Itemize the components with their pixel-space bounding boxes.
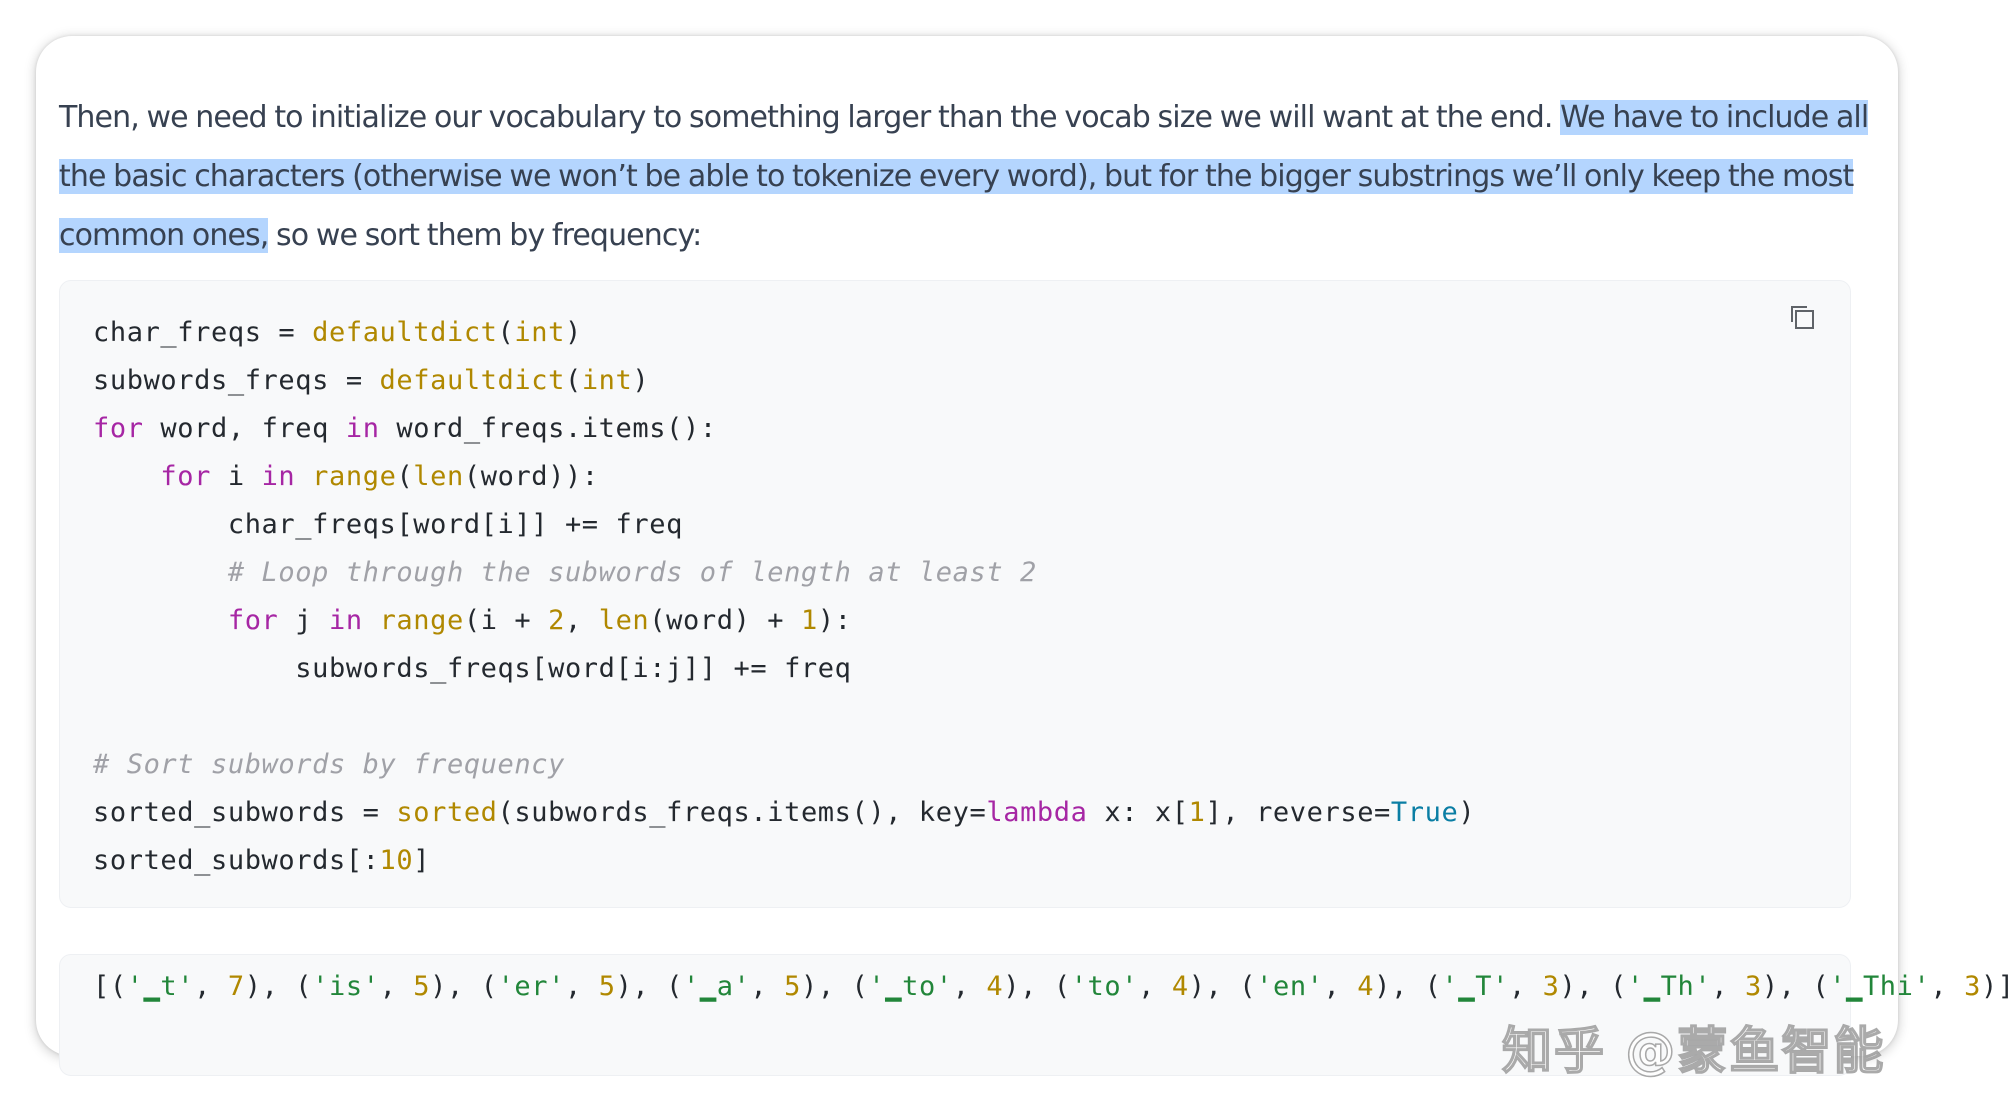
- code-line: subwords_freqs = defaultdict(int): [93, 365, 650, 396]
- code-line: for i in range(len(word)):: [160, 461, 599, 492]
- code-line: for word, freq in word_freqs.items():: [93, 413, 717, 444]
- watermark: 知乎 @蒙鱼智能: [1501, 1021, 1886, 1081]
- code-block: char_freqs = defaultdict(int) subwords_f…: [59, 280, 1851, 908]
- code-line: char_freqs = defaultdict(int): [93, 317, 582, 348]
- code-line: sorted_subwords[:10]: [93, 845, 431, 876]
- content-card: Then, we need to initialize our vocabula…: [36, 36, 2014, 1081]
- code-line: char_freqs[word[i]] += freq: [93, 509, 683, 540]
- code-content: char_freqs = defaultdict(int) subwords_f…: [93, 309, 1475, 885]
- copy-button[interactable]: [1788, 303, 1816, 331]
- paragraph: Then, we need to initialize our vocabula…: [59, 88, 1893, 265]
- output-content: [('▁t', 7), ('is', 5), ('er', 5), ('▁a',…: [93, 963, 2015, 1011]
- output-line: [('▁t', 7), ('is', 5), ('er', 5), ('▁a',…: [93, 971, 2015, 1002]
- code-line: for j in range(i + 2, len(word) + 1):: [227, 605, 852, 636]
- paragraph-text: Then, we need to initialize our vocabula…: [59, 100, 1561, 135]
- paragraph-text-end: so we sort them by frequency:: [268, 218, 702, 253]
- code-line: # Sort subwords by frequency: [93, 749, 565, 780]
- code-line: # Loop through the subwords of length at…: [227, 557, 1037, 588]
- code-line: sorted_subwords = sorted(subwords_freqs.…: [93, 797, 1476, 828]
- output-block: [('▁t', 7), ('is', 5), ('er', 5), ('▁a',…: [59, 954, 2014, 1076]
- code-line: subwords_freqs[word[i:j]] += freq: [93, 653, 852, 684]
- copy-icon: [1791, 306, 1814, 329]
